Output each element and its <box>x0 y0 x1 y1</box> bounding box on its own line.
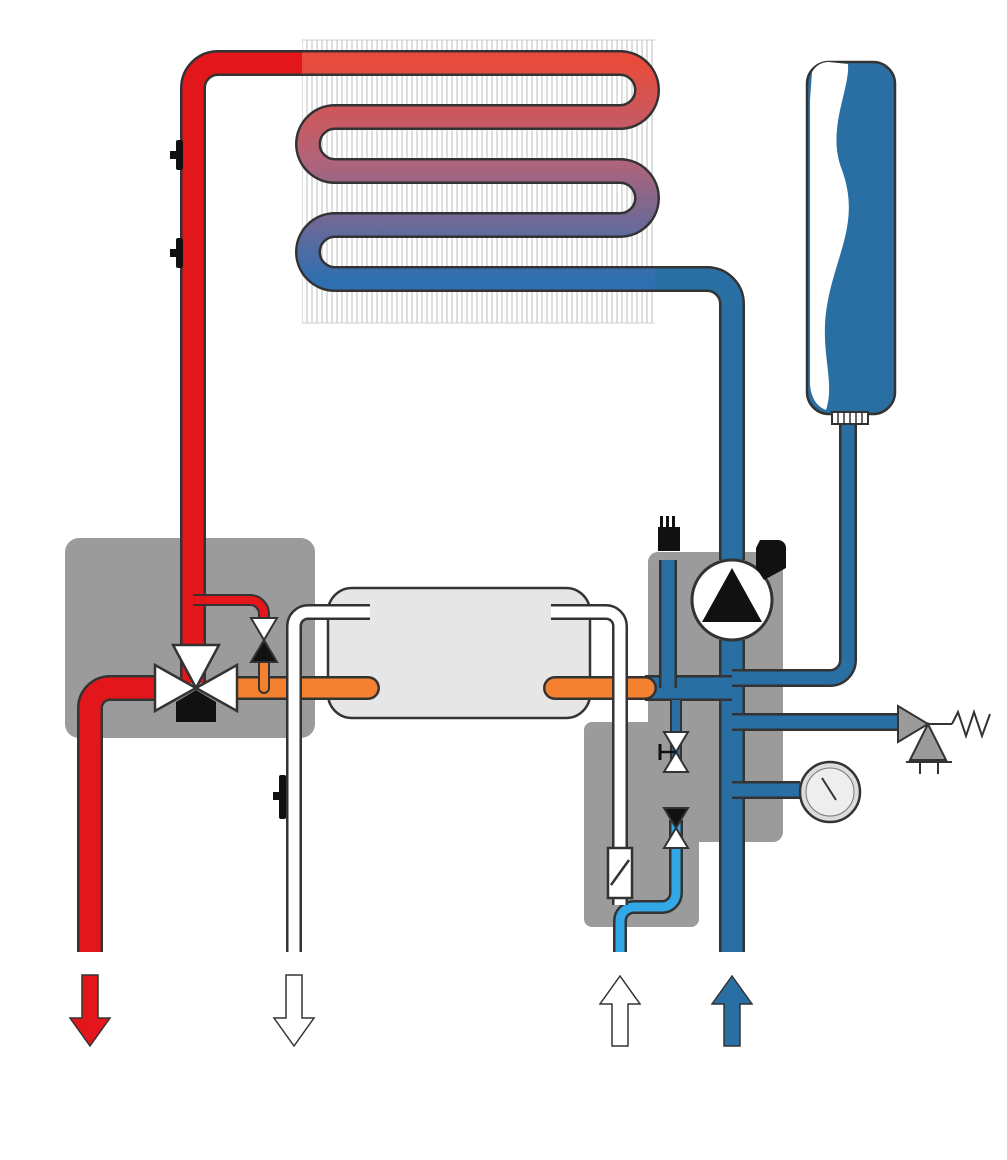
pump-icon <box>690 540 786 642</box>
arrow-down-white-icon <box>272 974 316 1048</box>
temperature-sensor-icon <box>170 140 183 170</box>
air-vent-icon <box>658 516 680 551</box>
heating-supply-pipe <box>77 50 302 952</box>
dhw-heat-exchanger <box>326 586 592 720</box>
arrow-up-white-icon <box>598 974 642 1047</box>
dhw-hot-pipe <box>226 654 657 700</box>
dhw-temperature-sensor-icon <box>273 775 286 819</box>
dhw-white-pipes <box>286 604 628 952</box>
overheat-sensor-icon <box>170 238 183 268</box>
check-valve-icon <box>662 807 690 849</box>
bypass-valve-icon <box>249 617 279 663</box>
arrow-down-red-icon <box>68 974 112 1048</box>
heating-return-pipe <box>645 266 900 952</box>
flow-sensor-icon <box>606 846 634 900</box>
pressure-gauge-icon <box>798 760 862 824</box>
expansion-tank-icon <box>805 60 897 425</box>
filling-tap-icon <box>658 731 690 773</box>
safety-valve-icon <box>897 704 991 774</box>
arrow-up-blue-icon <box>710 974 754 1047</box>
cold-water-inlet-pipe <box>613 820 683 952</box>
three-way-valve-icon <box>153 643 239 722</box>
heat-exchanger-coil <box>295 50 660 292</box>
